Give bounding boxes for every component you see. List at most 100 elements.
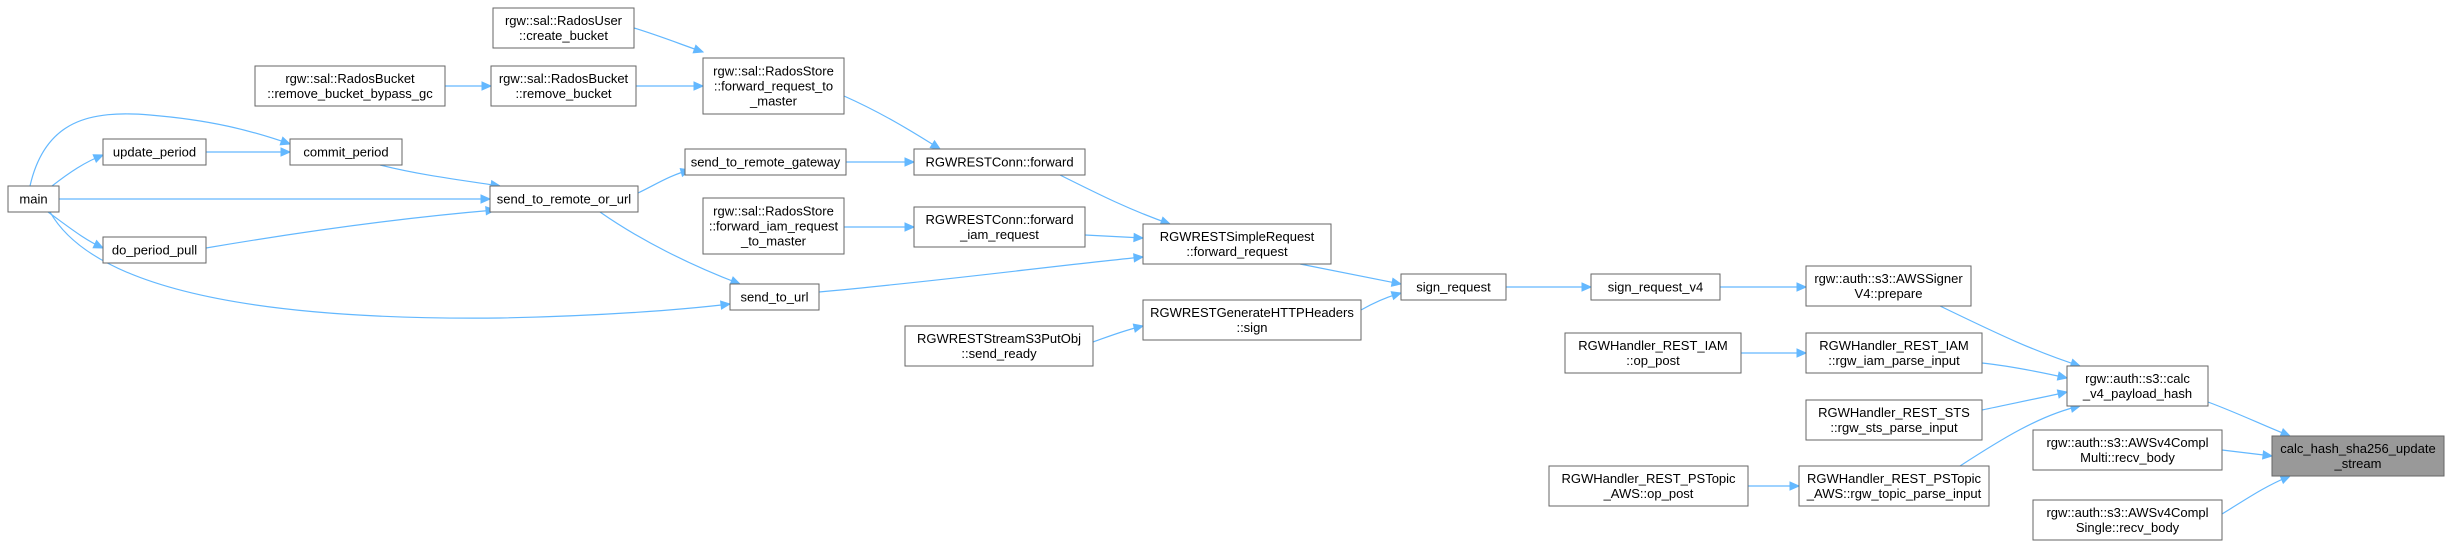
edge-arrowhead <box>720 300 732 310</box>
node-label-line: sign_request <box>1416 280 1491 295</box>
node-gen-headers-sign[interactable]: RGWRESTGenerateHTTPHeaders::sign <box>1142 299 1362 341</box>
edge-sts_parse-to-calc_payload_hash <box>1981 389 2069 411</box>
edge-arrowhead <box>280 147 292 157</box>
node-simple-forward[interactable]: RGWRESTSimpleRequest::forward_request <box>1142 223 1332 265</box>
node-label-line: ::forward_request <box>1186 244 1288 259</box>
node-label-line: _AWS::rgw_topic_parse_input <box>1806 486 1982 501</box>
node-label-line: rgw::sal::RadosStore <box>713 204 834 219</box>
edge-arrowhead <box>2056 389 2069 399</box>
edge-sign_request-to-sign_request_v4 <box>1506 282 1593 292</box>
node-sign-request[interactable]: sign_request <box>1400 273 1507 301</box>
node-label-line: Multi::recv_body <box>2080 450 2175 465</box>
node-label-line: do_period_pull <box>112 243 197 258</box>
edge-arrowhead <box>1581 282 1593 292</box>
node-do-period-pull[interactable]: do_period_pull <box>102 236 207 264</box>
node-remove-bucket[interactable]: rgw::sal::RadosBucket::remove_bucket <box>490 65 637 107</box>
node-label-line: rgw::auth::s3::AWSSigner <box>1814 271 1963 286</box>
node-box <box>492 7 635 49</box>
node-label-line: update_period <box>113 145 196 160</box>
node-commit-period[interactable]: commit_period <box>289 138 403 166</box>
node-send-remote-or-url[interactable]: send_to_remote_or_url <box>489 185 639 213</box>
node-label-line: RGWHandler_REST_IAM <box>1578 338 1728 353</box>
node-label-line: _to_master <box>740 234 807 249</box>
node-label-line: rgw::auth::s3::calc <box>2085 371 2190 386</box>
node-box <box>702 57 845 115</box>
node-fwd-iam-master[interactable]: rgw::sal::RadosStore::forward_iam_reques… <box>702 197 845 255</box>
edge-line <box>1981 391 2068 411</box>
node-multi-recv[interactable]: rgw::auth::s3::AWSv4ComplMulti::recv_bod… <box>2032 429 2223 471</box>
edge-line <box>1981 362 2068 379</box>
node-label-line: _iam_request <box>959 227 1039 242</box>
node-label-line: RGWHandler_REST_STS <box>1818 405 1970 420</box>
edge-single_recv-to-focus <box>2221 475 2292 515</box>
edge-iam_parse-to-calc_payload_hash <box>1981 362 2069 381</box>
node-box <box>1548 465 1749 507</box>
node-box <box>1805 332 1983 374</box>
edge-gen_headers_sign-to-sign_request <box>1360 291 1403 311</box>
edge-multi_recv-to-focus <box>2221 449 2274 460</box>
node-label-line: _v4_payload_hash <box>2082 386 2192 401</box>
edge-line <box>1059 174 1171 225</box>
node-send-to-url[interactable]: send_to_url <box>729 283 820 311</box>
node-calc-payload-hash[interactable]: rgw::auth::s3::calc_v4_payload_hash <box>2066 365 2209 407</box>
node-focus[interactable]: calc_hash_sha256_update_stream <box>2271 435 2445 477</box>
node-sts-parse[interactable]: RGWHandler_REST_STS::rgw_sts_parse_input <box>1805 399 1983 441</box>
edge-remove_bucket-to-fwd_req_master <box>636 81 705 91</box>
node-label-line: ::op_post <box>1626 353 1680 368</box>
node-label-line: Single::recv_body <box>2076 520 2180 535</box>
edge-line <box>1084 234 1144 239</box>
edge-line <box>843 95 941 150</box>
nodes-layer: rgw::sal::RadosUser::create_bucketrgw::s… <box>7 7 2445 541</box>
node-box <box>913 148 1086 176</box>
node-box <box>1142 299 1362 341</box>
node-pstopic-parse[interactable]: RGWHandler_REST_PSTopic_AWS::rgw_topic_p… <box>1798 465 1990 507</box>
node-remove-bucket-gc[interactable]: rgw::sal::RadosBucket::remove_bucket_byp… <box>254 65 446 107</box>
node-box <box>904 325 1094 367</box>
node-conn-forward[interactable]: RGWRESTConn::forward <box>913 148 1086 176</box>
edge-arrowhead <box>1132 323 1145 333</box>
node-box <box>702 197 845 255</box>
node-pstopic-op-post[interactable]: RGWHandler_REST_PSTopic_AWS::op_post <box>1548 465 1749 507</box>
edge-main-to-send_remote_or_url <box>59 194 492 204</box>
edge-arrowhead <box>480 194 492 204</box>
node-fwd-req-master[interactable]: rgw::sal::RadosStore::forward_request_to… <box>702 57 845 115</box>
node-send-remote-gw[interactable]: send_to_remote_gateway <box>684 148 847 176</box>
node-single-recv[interactable]: rgw::auth::s3::AWSv4ComplSingle::recv_bo… <box>2032 499 2223 541</box>
edge-arrowhead <box>1390 277 1403 287</box>
node-sign-request-v4[interactable]: sign_request_v4 <box>1590 273 1721 301</box>
node-iam-parse[interactable]: RGWHandler_REST_IAM::rgw_iam_parse_input <box>1805 332 1983 374</box>
edge-arrowhead <box>1789 481 1801 491</box>
edge-simple_forward-to-sign_request <box>1299 263 1403 287</box>
node-update-period[interactable]: update_period <box>102 138 207 166</box>
node-label-line: rgw::sal::RadosStore <box>713 64 834 79</box>
node-box <box>2032 499 2223 541</box>
edge-fwd_iam_master-to-conn_forward_iam <box>844 222 916 232</box>
node-create-bucket[interactable]: rgw::sal::RadosUser::create_bucket <box>492 7 635 49</box>
edge-line <box>1939 305 2081 367</box>
node-putobj-send-ready[interactable]: RGWRESTStreamS3PutObj::send_ready <box>904 325 1094 367</box>
edge-main-to-send_to_url <box>49 211 732 319</box>
node-main[interactable]: main <box>7 185 60 213</box>
node-label-line: rgw::auth::s3::AWSv4Compl <box>2046 505 2208 520</box>
edge-do_period_pull-to-send_remote_or_url <box>205 206 497 249</box>
edge-main-to-do_period_pull <box>47 211 105 249</box>
edge-arrowhead <box>2279 428 2292 437</box>
edge-fwd_req_master-to-conn_forward <box>843 95 942 150</box>
node-label-line: calc_hash_sha256_update <box>2280 441 2435 456</box>
node-iam-op-post[interactable]: RGWHandler_REST_IAM::op_post <box>1564 332 1742 374</box>
node-box <box>1400 273 1507 301</box>
node-box <box>102 236 207 264</box>
edge-arrowhead <box>1133 253 1145 263</box>
edge-sign_request_v4-to-awssigner_prepare <box>1720 282 1808 292</box>
edge-arrowhead <box>1133 232 1145 243</box>
node-label-line: send_to_remote_or_url <box>497 192 632 207</box>
node-label-line: ::create_bucket <box>519 28 608 43</box>
node-conn-forward-iam[interactable]: RGWRESTConn::forward_iam_request <box>913 206 1086 248</box>
edge-create_bucket-to-fwd_req_master <box>633 27 705 54</box>
node-label-line: rgw::sal::RadosBucket <box>285 71 415 86</box>
node-label-line: RGWRESTSimpleRequest <box>1160 229 1315 244</box>
node-label-line: commit_period <box>303 145 388 160</box>
edge-line <box>2221 475 2291 515</box>
node-box <box>254 65 446 107</box>
